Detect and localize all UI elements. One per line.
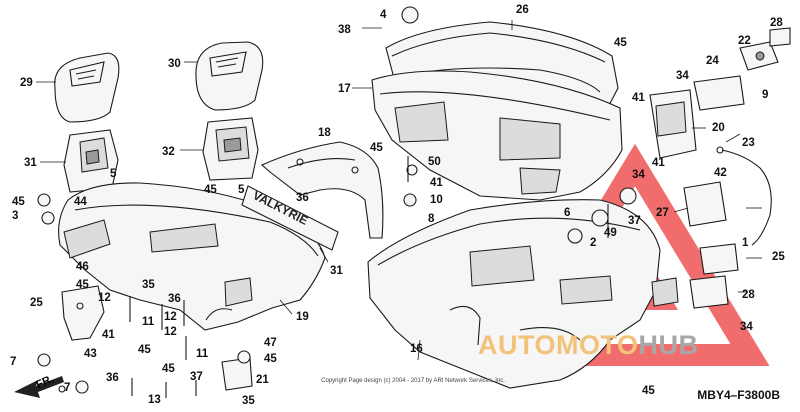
watermark-part2: HUB (638, 330, 699, 360)
callout-32: 32 (162, 146, 175, 158)
bracket-plate (260, 141, 384, 239)
lid-bracket-right (202, 117, 259, 181)
callout-2: 2 (590, 237, 596, 249)
diagram-code: MBY4–F3800B (697, 388, 780, 402)
callout-20: 23 (742, 137, 755, 149)
callout-49: 50 (428, 156, 441, 168)
callout-11-b: 11 (196, 348, 209, 360)
callout-38: 38 (338, 24, 351, 36)
callout-numbers: 29 30 31 32 45 44 5 3 45 5 18 45 36 38 4… (10, 4, 785, 407)
callout-12-a: 12 (98, 292, 111, 304)
fasteners (37, 6, 637, 398)
callout-6: 6 (564, 207, 570, 219)
callout-28: 31 (330, 265, 343, 277)
callout-45-c: 45 (370, 142, 383, 154)
front-arrow-icon (14, 376, 64, 398)
callout-31: 31 (24, 157, 37, 169)
callout-47-b: 47 (264, 337, 277, 349)
saddlebag-lid-right (195, 41, 264, 111)
callout-19: 22 (738, 35, 751, 47)
callout-17: 20 (712, 122, 725, 134)
callout-45-b: 45 (204, 184, 217, 196)
callout-5-a: 5 (110, 168, 117, 180)
callout-43: 45 (614, 37, 627, 49)
callout-33-a: 34 (676, 70, 689, 82)
callout-9: 8 (428, 213, 435, 225)
trunk-body (371, 70, 623, 201)
callout-45-e: 45 (138, 344, 151, 356)
callout-8: 9 (762, 89, 768, 101)
callout-45-a: 44 (74, 196, 87, 208)
watermark-text: AUTOMOTOHUB (478, 330, 699, 361)
callout-14: 17 (338, 83, 351, 95)
callout-18: 21 (256, 374, 269, 386)
callout-26: 27 (656, 207, 669, 219)
callout-35-b: 36 (168, 293, 181, 305)
callout-46: 45 (12, 196, 25, 208)
callout-12-d: 13 (148, 394, 161, 406)
callout-37: 37 (628, 215, 641, 227)
callout-7-a: 7 (10, 356, 16, 368)
callout-47-a: 46 (76, 261, 89, 273)
callout-44: 45 (642, 385, 655, 397)
callout-3: 3 (12, 210, 18, 222)
callout-48: 49 (604, 227, 617, 239)
callout-36-c: 37 (190, 371, 203, 383)
callout-42: 43 (84, 348, 97, 360)
body-cover (58, 182, 326, 331)
callout-41-c: 42 (714, 167, 727, 179)
callout-25: 28 (770, 17, 783, 29)
callout-5-b: 5 (238, 184, 245, 196)
callout-39: 41 (430, 177, 443, 189)
callout-22: 25 (30, 297, 43, 309)
callout-40: 41 (102, 329, 115, 341)
callout-16: 19 (296, 311, 309, 323)
callout-27: 28 (742, 289, 755, 301)
callout-34-b: 35 (242, 395, 255, 407)
leader-lines (36, 20, 762, 361)
callout-11-a: 11 (142, 316, 155, 328)
callout-29: 29 (20, 77, 33, 89)
callout-45-d: 45 (76, 279, 89, 291)
callout-1: 1 (742, 237, 749, 249)
callout-12-b: 12 (164, 311, 177, 323)
lid-bracket-left (63, 129, 119, 193)
callout-45-f: 45 (162, 363, 175, 375)
callout-33-b: 34 (632, 169, 645, 181)
copyright-notice: Copyright Page design (c) 2004 - 2017 by… (321, 378, 505, 384)
saddlebag-lid-left (54, 52, 120, 123)
callout-21: 24 (706, 55, 719, 67)
callout-24: 25 (772, 251, 785, 263)
callout-4: 4 (380, 9, 387, 21)
callout-10: 10 (430, 194, 443, 206)
watermark-part1: AUTOMOTO (478, 330, 639, 360)
callout-41-a: 41 (632, 92, 645, 104)
latch-assembly (649, 27, 791, 246)
callout-36-a: 36 (296, 192, 309, 204)
callout-30: 30 (168, 58, 181, 70)
callout-12-c: 12 (164, 326, 177, 338)
callout-7-b: 7 (64, 382, 70, 394)
callout-36-b: 36 (106, 372, 119, 384)
callout-45-g: 45 (264, 353, 277, 365)
callout-35-a: 35 (142, 279, 155, 291)
small-bracket (221, 357, 253, 391)
callout-13: 16 (410, 343, 423, 355)
callout-41-b: 41 (652, 157, 665, 169)
callout-34-a: 34 (740, 321, 753, 333)
callout-23: 26 (516, 4, 529, 16)
callout-15: 18 (318, 127, 331, 139)
left-bracket (61, 285, 105, 341)
hinge-hardware (651, 181, 739, 309)
